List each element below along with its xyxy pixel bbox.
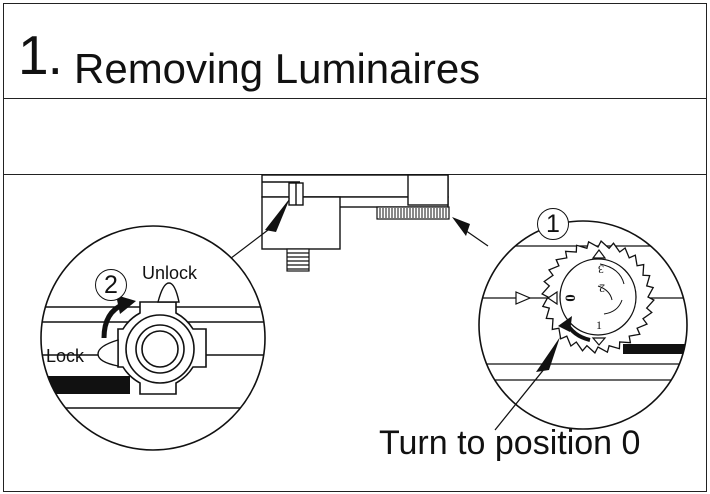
- dial-mark-three: 3: [598, 262, 604, 276]
- pointer-arrow-right: [452, 217, 470, 236]
- step-1-badge: 1: [537, 208, 569, 240]
- title-band: 1. Removing Luminaires: [3, 3, 707, 99]
- dial-mark-zero: 0: [562, 294, 578, 302]
- threaded-stem: [286, 248, 310, 272]
- section-title: Removing Luminaires: [74, 45, 481, 92]
- caption-leader: [494, 367, 546, 431]
- section-number: 1.: [18, 24, 63, 86]
- rotate-arrowhead-unlock: [116, 295, 136, 314]
- unlock-label: Unlock: [142, 263, 198, 283]
- dial-position-arrows: [597, 263, 625, 315]
- leader-line-right: [461, 227, 489, 247]
- step-2-badge: 2: [95, 269, 127, 301]
- dial-mark-two: 2: [599, 281, 605, 295]
- diagram-area: [3, 174, 707, 492]
- caption-turn-to-position: Turn to position 0: [379, 424, 641, 462]
- caption-pointer-arrow: [536, 337, 560, 372]
- turn-arrowhead: [558, 316, 572, 332]
- dial-mark-one: 1: [596, 318, 602, 332]
- pointer-arrow-left: [265, 198, 290, 232]
- knurled-ring: [376, 206, 450, 220]
- unlock-notch: [157, 282, 180, 303]
- lock-label: Lock: [46, 346, 85, 366]
- lock-notch: [97, 339, 119, 367]
- dial-index-triangles: [515, 249, 607, 346]
- luminaire-body: [261, 174, 449, 250]
- dial-inner: [559, 258, 637, 336]
- adapter-rotary: [117, 301, 207, 395]
